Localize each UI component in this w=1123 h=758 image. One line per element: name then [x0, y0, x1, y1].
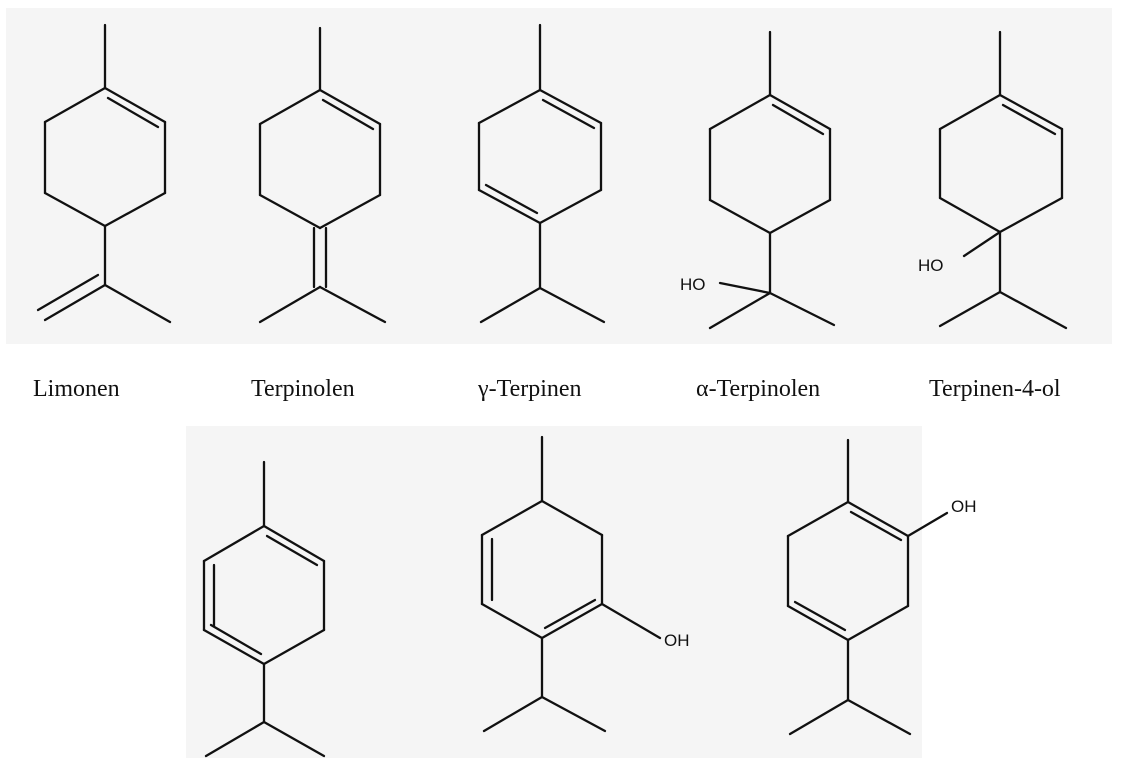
carvacrol-structure [480, 435, 662, 733]
compound-name-terpinen-4-ol: Terpinen-4-ol [929, 376, 1061, 402]
gamma-terpinen-structure [477, 23, 606, 324]
top-structures-panel [6, 8, 1112, 344]
alpha-terpinolen-structure [708, 30, 836, 330]
carvacrol-hydroxyl-label: OH [664, 631, 690, 650]
limonen-structure [36, 23, 172, 324]
compound-name-alpha-terpinolen: α-Terpinolen [696, 376, 821, 402]
terpinen-4-ol-hydroxyl-label: HO [918, 256, 944, 275]
p-cymene-structure [202, 460, 326, 758]
thymol-hydroxyl-label: OH [951, 497, 977, 516]
compound-name-gamma-terpinen: γ-Terpinen [478, 376, 582, 402]
compound-name-limonen: Limonen [33, 376, 120, 402]
compound-name-terpinolen: Terpinolen [251, 376, 355, 402]
thymol-structure [786, 438, 949, 736]
alpha-terpinolen-hydroxyl-label: HO [680, 275, 706, 294]
terpinen-4-ol-structure [938, 30, 1068, 330]
terpinolen-structure [258, 26, 387, 324]
